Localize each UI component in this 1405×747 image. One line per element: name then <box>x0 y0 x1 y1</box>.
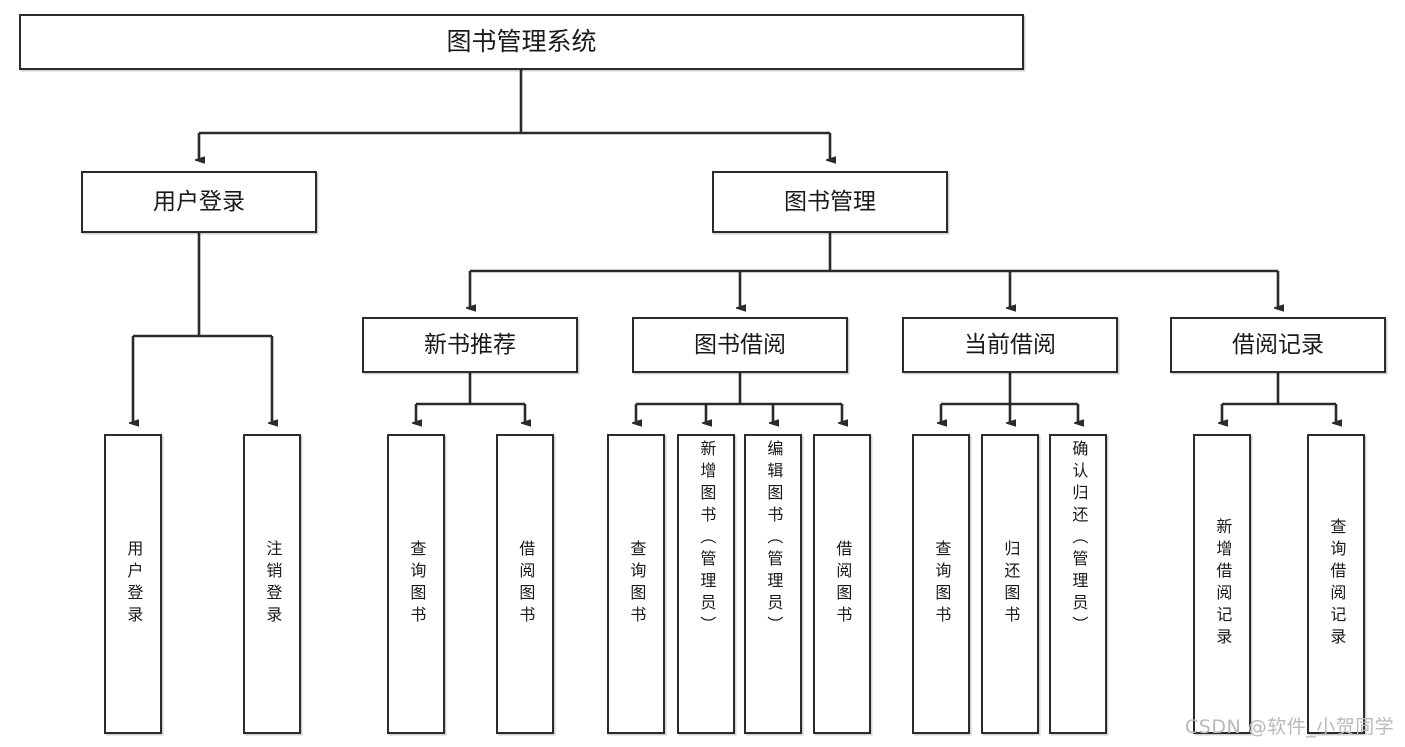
node-label-new-book-recommend: 新书推荐 <box>424 331 516 358</box>
node-borrow-record[interactable]: 借阅记录 <box>1170 317 1386 373</box>
node-label-leaf-add-book: 新增图书（管理员） <box>697 440 717 638</box>
node-label-leaf-confirm-return: 确认归还（管理员） <box>1069 440 1089 638</box>
node-leaf-add-book[interactable]: 新增图书（管理员） <box>677 434 735 734</box>
node-leaf-query-book-2[interactable]: 查询图书 <box>607 434 665 734</box>
node-leaf-borrow-book-1[interactable]: 借阅图书 <box>496 434 554 734</box>
node-label-leaf-query-book-2: 查询图书 <box>627 540 647 628</box>
node-label-leaf-edit-book: 编辑图书（管理员） <box>764 440 784 638</box>
node-leaf-return-book[interactable]: 归还图书 <box>981 434 1039 734</box>
node-root-system[interactable]: 图书管理系统 <box>19 14 1024 70</box>
node-label-leaf-user-login: 用户登录 <box>124 540 144 628</box>
node-label-leaf-logout: 注销登录 <box>263 540 283 628</box>
node-new-book-recommend[interactable]: 新书推荐 <box>362 317 578 373</box>
node-leaf-logout[interactable]: 注销登录 <box>243 434 301 734</box>
watermark-text: CSDN @软件_小贺同学 <box>1185 716 1395 738</box>
node-label-leaf-borrow-book-2: 借阅图书 <box>833 540 853 628</box>
node-leaf-query-book-3[interactable]: 查询图书 <box>912 434 970 734</box>
node-leaf-query-book-1[interactable]: 查询图书 <box>387 434 445 734</box>
node-label-borrow-record: 借阅记录 <box>1232 331 1324 358</box>
node-current-borrow[interactable]: 当前借阅 <box>902 317 1118 373</box>
node-label-book-borrow: 图书借阅 <box>694 331 786 358</box>
node-leaf-confirm-return[interactable]: 确认归还（管理员） <box>1049 434 1107 734</box>
node-leaf-query-record[interactable]: 查询借阅记录 <box>1307 434 1365 734</box>
node-label-leaf-add-record: 新增借阅记录 <box>1213 518 1233 650</box>
node-label-book-management: 图书管理 <box>784 188 876 215</box>
node-book-borrow[interactable]: 图书借阅 <box>632 317 848 373</box>
node-label-leaf-query-record: 查询借阅记录 <box>1327 518 1347 650</box>
node-label-current-borrow: 当前借阅 <box>964 331 1056 358</box>
node-label-user-login: 用户登录 <box>153 188 245 215</box>
node-label-leaf-borrow-book-1: 借阅图书 <box>516 540 536 628</box>
node-label-leaf-query-book-3: 查询图书 <box>932 540 952 628</box>
node-label-leaf-query-book-1: 查询图书 <box>407 540 427 628</box>
node-leaf-user-login[interactable]: 用户登录 <box>104 434 162 734</box>
node-book-management[interactable]: 图书管理 <box>712 171 948 233</box>
node-label-root: 图书管理系统 <box>446 26 597 56</box>
node-leaf-edit-book[interactable]: 编辑图书（管理员） <box>744 434 802 734</box>
node-leaf-add-record[interactable]: 新增借阅记录 <box>1193 434 1251 734</box>
node-leaf-borrow-book-2[interactable]: 借阅图书 <box>813 434 871 734</box>
node-label-leaf-return-book: 归还图书 <box>1001 540 1021 628</box>
node-user-login[interactable]: 用户登录 <box>81 171 317 233</box>
